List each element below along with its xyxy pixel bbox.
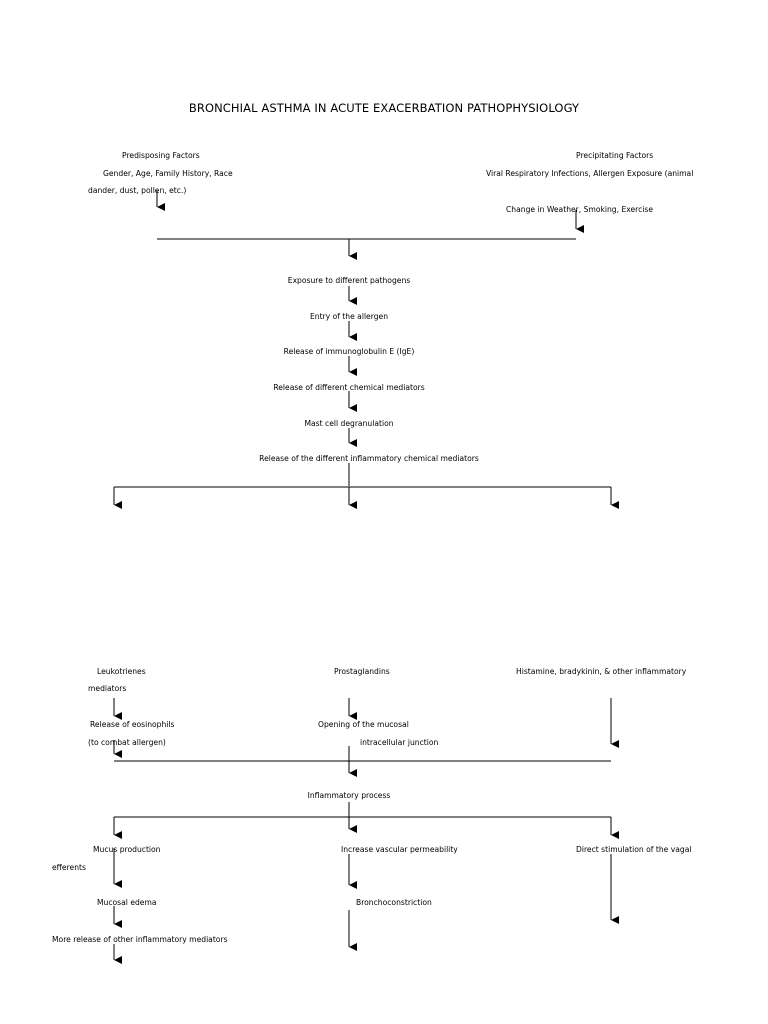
- mediator-prostaglandins: Prostaglandins: [334, 667, 390, 676]
- predisposing-line-1: Gender, Age, Family History, Race: [103, 169, 233, 178]
- chain-step-1: Exposure to different pathogens: [287, 276, 411, 285]
- effect-mucosal-opening: Opening of the mucosal: [318, 720, 409, 729]
- predisposing-heading: Predisposing Factors: [122, 151, 200, 160]
- chain-step-6: Release of the different inflammatory ch…: [259, 454, 479, 463]
- precipitating-heading: Precipitating Factors: [576, 151, 654, 160]
- mediator-leukotrienes: Leukotrienes: [97, 667, 146, 676]
- diagram-title: BRONCHIAL ASTHMA IN ACUTE EXACERBATION P…: [188, 101, 580, 115]
- chain-step-4: Release of different chemical mediators: [273, 383, 425, 392]
- precipitating-line-2: Change in Weather, Smoking, Exercise: [506, 205, 654, 214]
- final-bronchoconstriction: Bronchoconstriction: [356, 898, 432, 907]
- outcome-vascular-permeability: Increase vascular permeability: [341, 845, 458, 854]
- final-mucosal-edema: Mucosal edema: [97, 898, 157, 907]
- outcome-mucus-production: Mucus production: [93, 845, 161, 854]
- chain-step-2: Entry of the allergen: [309, 312, 389, 321]
- final-more-release: More release of other inflammatory media…: [52, 935, 228, 944]
- outcome-mucus-production-line-2: efferents: [52, 863, 86, 872]
- effect-eosinophils: Release of eosinophils: [90, 720, 175, 729]
- effect-eosinophils-line-2: (to combat allergen): [88, 738, 166, 747]
- mediator-leukotrienes-line-2: mediators: [88, 684, 127, 693]
- predisposing-line-2: dander, dust, pollen, etc.): [88, 186, 187, 195]
- inflammatory-process: Inflammatory process: [307, 791, 391, 800]
- chain-step-5: Mast cell degranulation: [304, 419, 394, 428]
- effect-mucosal-opening-line-2: intracellular junction: [360, 738, 439, 747]
- chain-step-3: Release of immunoglobulin E (IgE): [283, 347, 415, 356]
- precipitating-line-1: Viral Respiratory Infections, Allergen E…: [486, 169, 694, 178]
- outcome-vagal-stimulation: Direct stimulation of the vagal: [576, 845, 692, 854]
- mediator-histamine: Histamine, bradykinin, & other inflammat…: [516, 667, 687, 676]
